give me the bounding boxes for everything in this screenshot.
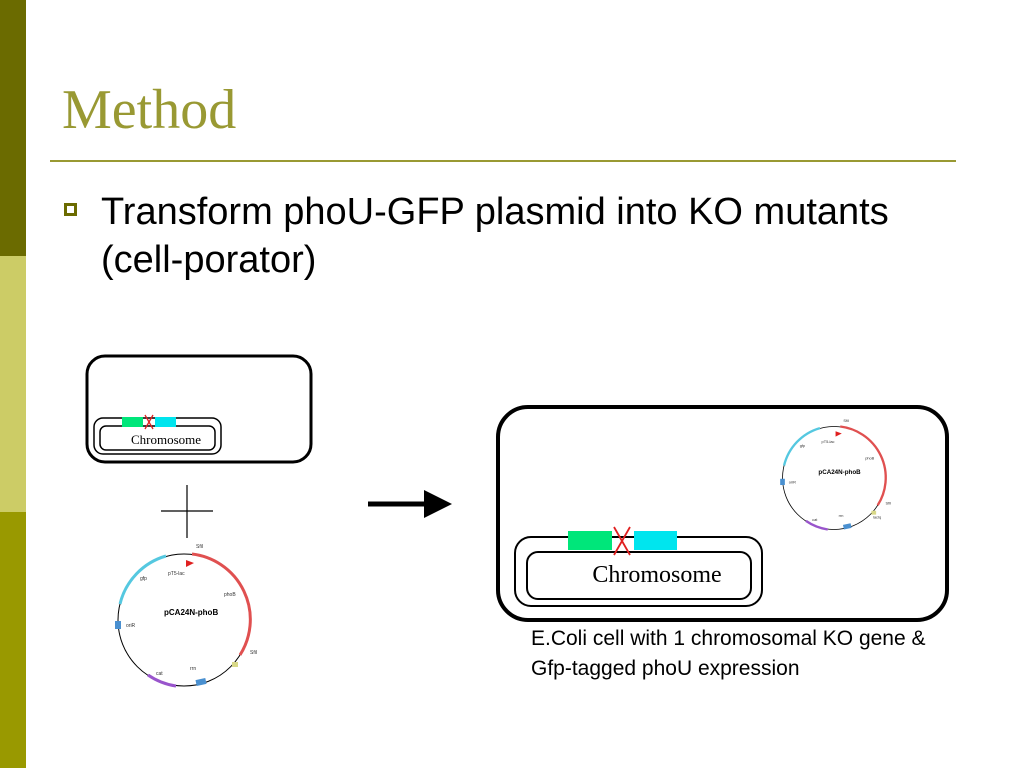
plasmid-feature-rrn-right: rrn [839,513,844,518]
plasmid-feature-orir-right: oriR [789,479,796,484]
plasmid-feature-phob-right: phoB [865,455,874,460]
plasmid-feature-sfi1-top: SfiI [196,544,203,550]
plasmid-feature-rrn: rrn [190,666,196,672]
plasmid-feature-cat-right: cat [812,517,818,522]
plasmid-feature-sfi1-bottom-right: SfiI [885,501,891,506]
plasmid-feature-pt5lac: pT5-lac [168,571,185,577]
ko-mark-large-icon [613,526,631,556]
plasmid-feature-gfp-right: gfp [800,443,805,448]
plasmid-map-left: pCA24N-phoB SfiI pT5-lac gfp phoB oriR S… [113,544,257,688]
slide-title: Method [62,79,237,141]
chromosome-inner-large [526,551,752,600]
plasmid-feature-gfp: gfp [140,576,147,582]
gene-cyan-large [634,531,677,550]
plasmid-feature-pt5lac-right: pT5-lac [822,439,835,444]
plasmid-name-right: pCA24N-phoB [818,469,861,476]
gene-green-large [568,531,612,550]
plasmid-feature-sfi1-top-right: SfiI [843,418,849,423]
plasmid-feature-laciq-right: lacIq [873,515,881,520]
sidebar-stripe-middle [0,256,26,512]
ko-mark-small-icon [144,414,154,430]
title-divider [50,160,956,162]
plasmid-map-right: pCA24N-phoB SfiI pT5-lac gfp phoB oriR S… [779,418,891,531]
chromosome-label-large: Chromosome [592,562,721,588]
chromosome-label-small: Chromosome [131,432,201,447]
sidebar-stripe-bottom [0,512,26,768]
sidebar-stripe-top [0,0,26,256]
cell-outline-small [85,354,313,464]
plasmid-feature-sfi1-bottom: SfiI [250,650,257,656]
plasmid-feature-phob: phoB [224,592,236,598]
gene-green-small [122,417,143,427]
plasmid-name-left: pCA24N-phoB [164,608,218,617]
plasmid-feature-cat: cat [156,671,163,677]
plasmid-feature-orir: oriR [126,623,136,629]
gene-cyan-small [155,417,176,427]
bullet-text: Transform phoU-GFP plasmid into KO mutan… [101,191,889,281]
bullet-square-icon [64,203,77,216]
cell-outline-large [496,405,949,622]
diagram-caption: E.Coli cell with 1 chromosomal KO gene &… [531,627,926,680]
arrow-right-icon [424,490,452,518]
